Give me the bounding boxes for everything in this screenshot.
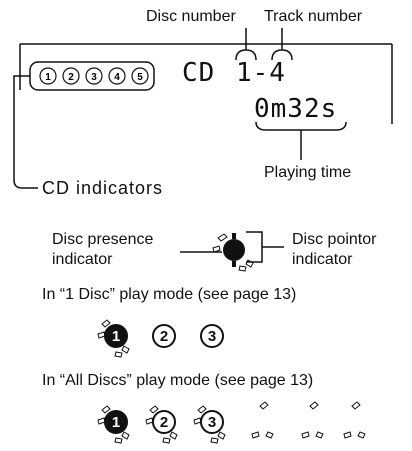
indicator-disc-4 — [108, 67, 126, 85]
all-empty-slot-1 — [251, 401, 274, 439]
all-empty-slot-2 — [301, 401, 324, 439]
one-digit-3: 3 — [208, 328, 216, 345]
disc-indicator-example — [210, 224, 260, 274]
source-readout: CD — [182, 58, 216, 88]
one-disc-indicators: 1 2 3 — [97, 319, 224, 358]
indicator-digit-1: 1 — [45, 72, 51, 83]
all-disc-3: 3 — [200, 410, 224, 434]
one-digit-2: 2 — [160, 328, 168, 345]
all-digit-1: 1 — [112, 414, 120, 431]
all-discs-row: 1 2 3 — [96, 398, 396, 446]
indicator-digit-4: 4 — [114, 72, 120, 83]
one-disc-1: 1 — [104, 324, 128, 348]
cd-indicators-label: CD indicators — [42, 178, 164, 198]
disc-presence-label: Disc presence indicator — [52, 230, 153, 270]
indicator-digit-3: 3 — [91, 72, 97, 83]
disc-track-readout: 1-4 — [236, 58, 286, 88]
all-discs-indicators: 1 2 3 — [97, 401, 366, 444]
indicator-digit-2: 2 — [68, 72, 74, 83]
disc-number-label: Disc number — [146, 8, 236, 25]
one-disc-mode-label: In “1 Disc” play mode (see page 13) — [42, 286, 297, 303]
indicator-digit-5: 5 — [137, 72, 143, 83]
disc-pointer-label: Disc pointor indicator — [292, 230, 376, 270]
disc-pointer-label-line2: indicator — [292, 251, 353, 268]
time-readout: 0m32s — [254, 94, 338, 124]
track-number-label: Track number — [264, 8, 363, 25]
indicator-disc-2 — [62, 67, 80, 85]
indicator-disc-1 — [39, 67, 57, 85]
cd-indicators-row: 1 2 3 4 5 — [38, 66, 150, 86]
all-digit-3: 3 — [208, 414, 216, 431]
one-digit-1: 1 — [112, 328, 120, 345]
indicator-discs: 1 2 3 4 5 — [39, 67, 149, 85]
indicator-disc-3 — [85, 67, 103, 85]
all-disc-2: 2 — [152, 410, 176, 434]
disc-presence-label-line1: Disc presence — [52, 231, 154, 248]
all-digit-2: 2 — [160, 414, 168, 431]
disc-indicator-icon — [212, 233, 254, 272]
disc-presence-label-line2: indicator — [52, 251, 113, 268]
playing-time-label: Playing time — [264, 164, 352, 181]
indicator-disc-5 — [131, 67, 149, 85]
disc-pointer-label-line1: Disc pointor — [292, 231, 377, 248]
all-empty-slot-3 — [343, 401, 366, 439]
all-discs-mode-label: In “All Discs” play mode (see page 13) — [42, 372, 314, 389]
one-disc-2: 2 — [152, 324, 176, 348]
one-disc-row: 1 2 3 — [96, 314, 296, 358]
one-disc-3: 3 — [200, 324, 224, 348]
all-disc-1: 1 — [104, 410, 128, 434]
